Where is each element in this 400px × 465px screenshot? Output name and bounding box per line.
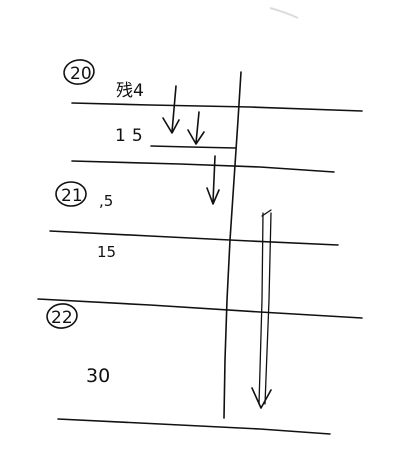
scan-mark bbox=[269, 7, 299, 19]
section-value: 30 bbox=[86, 365, 110, 387]
section-21: 21 ,5 15 bbox=[55, 181, 116, 261]
section-divider-line bbox=[57, 418, 331, 435]
section-20: 20 残4 15 bbox=[63, 59, 149, 146]
section-value: 15 bbox=[97, 243, 116, 261]
section-number: 22 bbox=[51, 308, 73, 328]
section-note: 残4 bbox=[116, 81, 144, 101]
short-bar-line bbox=[150, 145, 237, 149]
section-number-circle bbox=[55, 181, 87, 207]
section-number-circle bbox=[63, 59, 95, 85]
section-note: ,5 bbox=[99, 192, 113, 210]
section-number-circle bbox=[46, 303, 78, 329]
section-divider-line bbox=[49, 230, 339, 246]
section-divider-line bbox=[71, 160, 335, 173]
down-arrow-icon bbox=[206, 155, 220, 205]
section-value: 15 bbox=[115, 126, 149, 146]
long-down-arrow-icon bbox=[251, 209, 272, 409]
section-number: 21 bbox=[61, 186, 83, 206]
down-arrow-icon bbox=[162, 85, 180, 134]
section-divider-line bbox=[71, 102, 363, 112]
section-divider-line bbox=[37, 298, 363, 319]
section-22: 22 30 bbox=[46, 303, 110, 387]
down-arrow-icon bbox=[187, 111, 205, 145]
section-number: 20 bbox=[70, 64, 92, 84]
vertical-axis-line bbox=[223, 71, 242, 419]
